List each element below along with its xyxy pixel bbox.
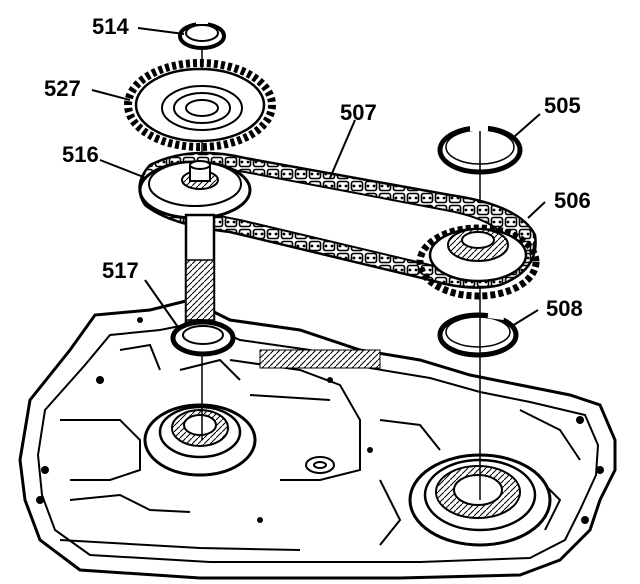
callout-507: 507 xyxy=(340,100,377,125)
leader-507 xyxy=(329,119,356,179)
callout-506: 506 xyxy=(554,188,591,213)
snap-ring-514 xyxy=(178,20,226,50)
leader-514 xyxy=(137,27,185,35)
drive-sprocket-516 xyxy=(138,160,252,220)
callout-labels: 514 527 507 505 516 506 517 508 xyxy=(44,14,591,321)
callout-517: 517 xyxy=(102,258,139,283)
callout-508: 508 xyxy=(546,296,583,321)
leader-527 xyxy=(91,89,131,101)
driven-sprocket-506 xyxy=(416,224,540,300)
output-shaft xyxy=(184,213,216,331)
callout-leaders xyxy=(91,27,546,331)
snap-ring-505 xyxy=(437,125,523,175)
snap-ring-508 xyxy=(437,312,519,358)
callout-514: 514 xyxy=(92,14,129,39)
leader-516 xyxy=(99,159,147,179)
callout-516: 516 xyxy=(62,142,99,167)
leader-505 xyxy=(514,113,541,137)
callout-527: 527 xyxy=(44,76,81,101)
right-bearing-bore xyxy=(408,453,552,547)
gear-527 xyxy=(124,59,276,151)
left-bearing-bore xyxy=(143,403,257,477)
leader-508 xyxy=(511,309,539,327)
leader-506 xyxy=(527,201,546,219)
callout-505: 505 xyxy=(544,93,581,118)
transfer-case-housing xyxy=(18,298,617,580)
ring-517 xyxy=(170,319,236,357)
leader-517 xyxy=(144,279,181,331)
